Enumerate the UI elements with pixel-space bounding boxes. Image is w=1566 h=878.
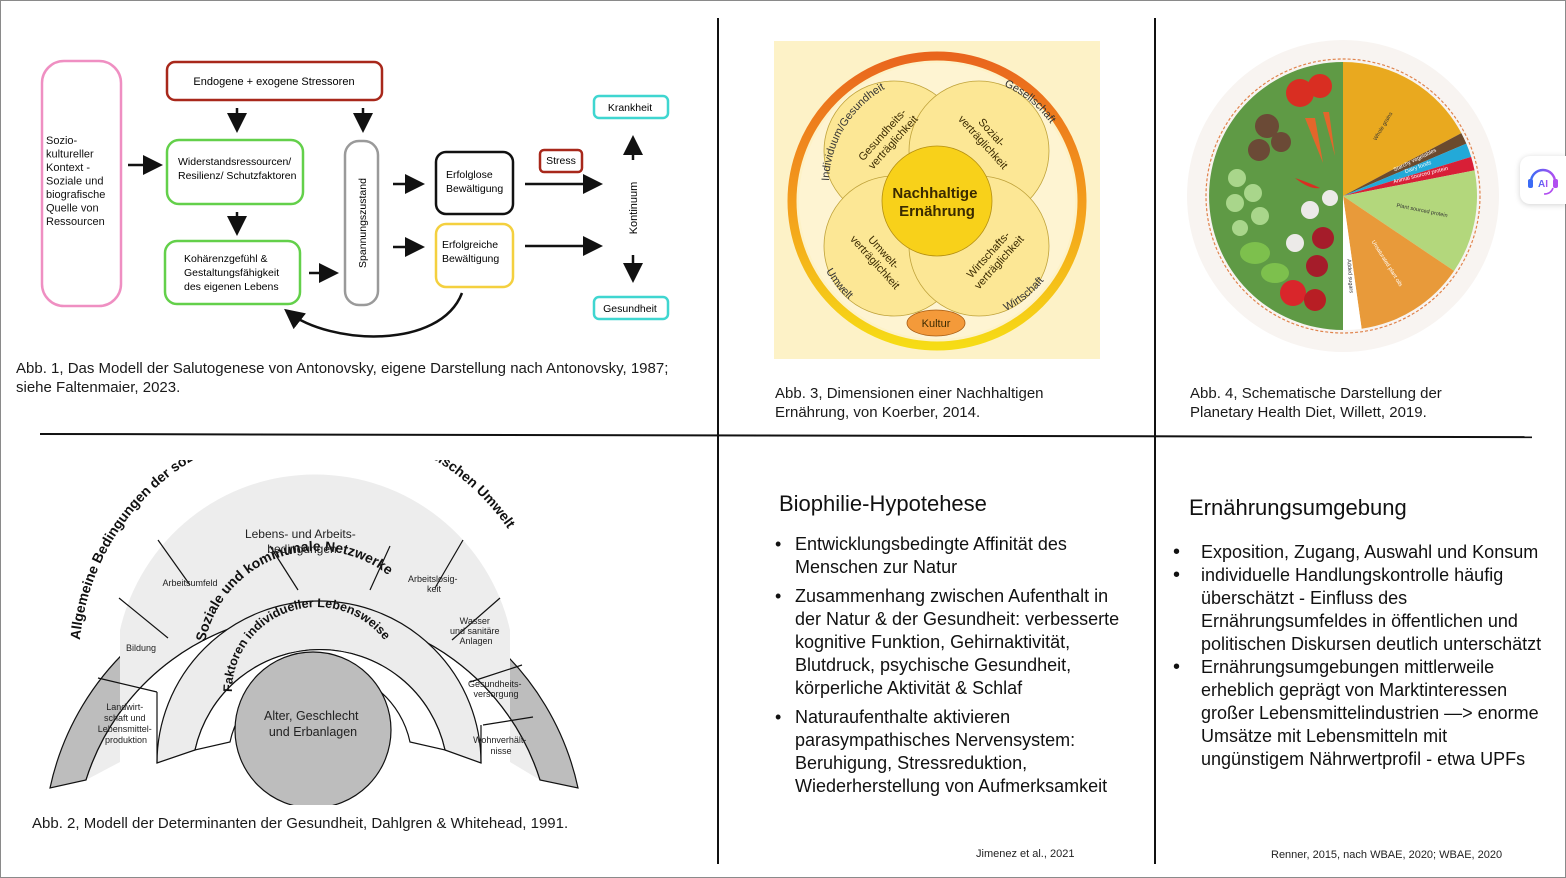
environment-title: Ernährungsumgebung bbox=[1189, 495, 1407, 520]
divider-vertical-2 bbox=[1154, 18, 1156, 864]
culture-text: Kultur bbox=[922, 318, 951, 330]
culture-ellipse bbox=[906, 309, 966, 337]
successful-coping-text: Erfolgreiche Bewältigung bbox=[442, 239, 501, 265]
coherence-box bbox=[163, 239, 302, 306]
tension-text: Spannungszustand bbox=[357, 178, 369, 268]
tension-box bbox=[343, 139, 380, 307]
core-text: Alter, Geschlecht und Erbanlagen bbox=[264, 709, 362, 739]
stress-text: Stress bbox=[546, 155, 576, 167]
cell-bildung: Bildung bbox=[126, 643, 156, 653]
health-text: Gesundheit bbox=[603, 303, 657, 315]
biophilia-bullet: Naturaufenthalte aktivieren parasympathi… bbox=[773, 706, 1133, 798]
vegetables-illustration bbox=[1226, 74, 1338, 311]
biophilia-bullets: Entwicklungsbedingte Affinität des Mensc… bbox=[773, 533, 1133, 804]
center-circle bbox=[881, 145, 993, 257]
living-conditions-band bbox=[86, 474, 540, 780]
plate-segment-starchy-vegetables bbox=[1343, 133, 1467, 196]
living-conditions-text: Lebens- und Arbeits- bedingungen bbox=[245, 527, 359, 556]
cell-wasser: Wasser und sanitäre Anlagen bbox=[450, 616, 502, 646]
plate-segment-animal-sourced-protein bbox=[1343, 156, 1475, 196]
stress-box bbox=[538, 148, 584, 174]
environment-bullet: Exposition, Zugang, Auswahl und Konsum bbox=[1173, 541, 1548, 564]
successful-coping-box bbox=[434, 222, 515, 289]
fig1-caption: Abb. 1, Das Modell der Salutogenese von … bbox=[16, 360, 669, 396]
plate-label: Added sugars bbox=[1345, 259, 1353, 294]
coherence-text: Kohärenzgefühl & Gestaltungsfähigkeit de… bbox=[184, 253, 282, 293]
environment-bullet: Ernährungsumgebungen mittlerweile erhebl… bbox=[1173, 656, 1548, 771]
cell-arbeitsumfeld: Arbeitsumfeld bbox=[162, 578, 217, 588]
biophilia-source: Jimenez et al., 2021 bbox=[976, 848, 1075, 860]
headset-icon: AI bbox=[1528, 168, 1558, 195]
biophilia-bullet: Zusammenhang zwischen Aufenthalt in der … bbox=[773, 585, 1133, 700]
cell-gesundheitsversorgung: Gesundheits- versorgung bbox=[468, 679, 524, 699]
center-text: Nachhaltige Ernährung bbox=[892, 185, 981, 220]
resources-text: Widerstandsressourcen/ Resilienz/ Schutz… bbox=[178, 156, 297, 182]
environment-bullets: Exposition, Zugang, Auswahl und Konsum i… bbox=[1173, 541, 1548, 771]
plate-segment-plant-sourced-protein bbox=[1343, 170, 1477, 271]
cell-landwirtschaft: Landwirt- schaft und Lebensmittel- produ… bbox=[98, 702, 155, 745]
fig3-caption: Abb. 3, Dimensionen einer Nachhaltigen E… bbox=[775, 385, 1044, 421]
fig4-caption: Abb. 4, Schematische Darstellung der Pla… bbox=[1190, 385, 1442, 421]
biophilia-bullet: Entwicklungsbedingte Affinität des Mensc… bbox=[773, 533, 1133, 579]
feedback-arrow bbox=[284, 292, 464, 338]
salutogenesis-diagram: Sozio- kultureller Kontext - Soziale und… bbox=[40, 59, 670, 338]
cell-arbeitslosigkeit: Arbeitslosig- keit bbox=[408, 574, 460, 594]
stressors-box bbox=[165, 60, 384, 102]
illness-text: Krankheit bbox=[608, 102, 652, 114]
ai-assistant-button[interactable]: AI bbox=[1520, 156, 1566, 204]
continuum-text: Kontinuum bbox=[628, 182, 640, 235]
environment-source: Renner, 2015, nach WBAE, 2020; WBAE, 202… bbox=[1271, 849, 1503, 861]
health-box bbox=[592, 295, 670, 321]
fig2-caption: Abb. 2, Modell der Determinanten der Ges… bbox=[32, 815, 569, 832]
illness-box bbox=[592, 94, 670, 120]
failed-coping-box bbox=[434, 150, 515, 216]
context-box bbox=[40, 59, 123, 308]
plate-segment-unsaturated-plant-oils bbox=[1343, 196, 1455, 329]
divider-vertical-1 bbox=[717, 18, 719, 864]
core-circle bbox=[234, 651, 392, 805]
sustainable-nutrition-diagram: Nachhaltige Ernährung Gesundheits- vertr… bbox=[787, 51, 1087, 351]
svg-text:AI: AI bbox=[1538, 179, 1548, 190]
biophilia-title: Biophilie-Hypotehese bbox=[779, 491, 987, 516]
health-determinants-rainbow: Alter, Geschlecht und Erbanlagen Allgeme… bbox=[49, 460, 579, 805]
cell-wohnverhaeltnisse: Wohnverhält- nisse bbox=[473, 735, 529, 756]
stressors-text: Endogene + exogene Stressoren bbox=[193, 76, 354, 88]
plate-segment-dairy-foods bbox=[1343, 143, 1472, 196]
plate-segment-whole-grains bbox=[1343, 62, 1462, 196]
environment-bullet: individuelle Handlungskontrolle häufig ü… bbox=[1173, 564, 1548, 656]
plate-segment-added-sugars bbox=[1343, 196, 1362, 330]
resources-box bbox=[165, 138, 305, 206]
context-text: Sozio- kultureller Kontext - Soziale und… bbox=[46, 135, 108, 228]
failed-coping-text: Erfolglose Bewältigung bbox=[446, 169, 503, 195]
